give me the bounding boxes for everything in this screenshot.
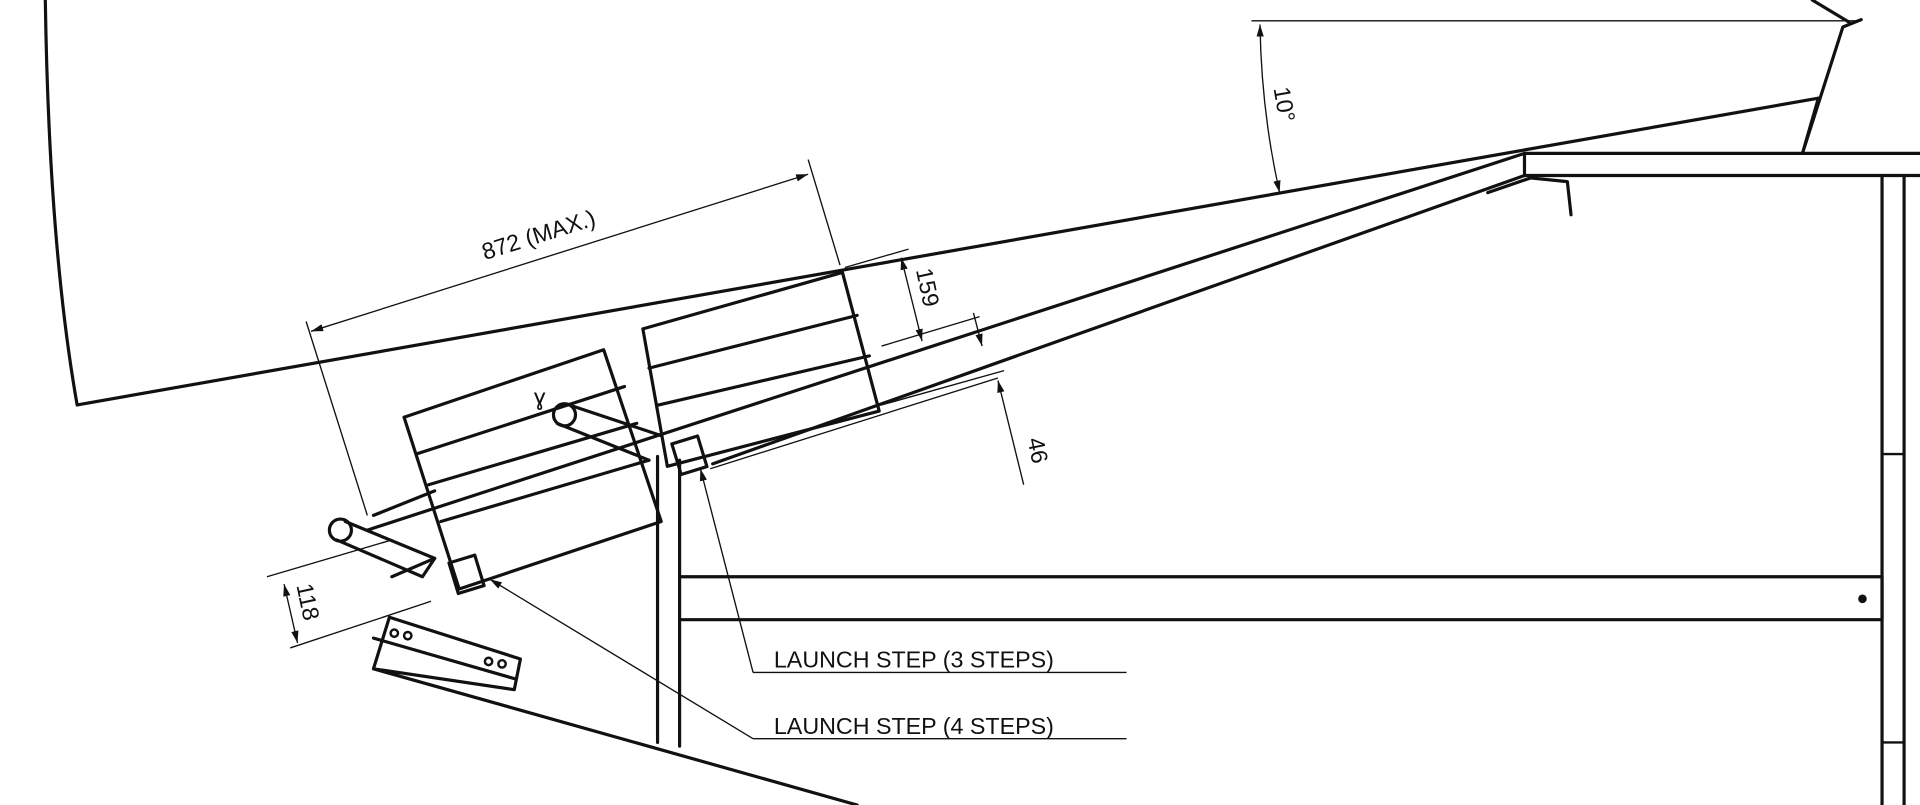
- dimension-159: 159: [844, 248, 980, 347]
- callout-3-steps: LAUNCH STEP (3 STEPS): [700, 469, 1127, 674]
- callout-3-steps-label: LAUNCH STEP (3 STEPS): [774, 647, 1054, 673]
- platform: [1486, 151, 1920, 805]
- dimension-10deg: 10°: [1251, 20, 1862, 193]
- boat-hull: [43, 0, 1863, 407]
- callout-4-steps-label: LAUNCH STEP (4 STEPS): [774, 713, 1054, 739]
- support-frame: [371, 454, 1884, 805]
- ramp-rails: [365, 151, 1527, 532]
- callout-4-steps: LAUNCH STEP (4 STEPS): [490, 579, 1127, 740]
- dimension-159-label: 159: [911, 266, 944, 309]
- dimension-length-label: 872 (MAX.): [479, 205, 599, 265]
- decor-icon: ɣ: [534, 384, 546, 410]
- dimension-angle-label: 10°: [1269, 85, 1301, 124]
- dimension-46-label: 46: [1022, 435, 1053, 466]
- dimension-118-label: 118: [291, 581, 324, 623]
- dimension-46: 46: [881, 312, 1053, 485]
- launch-step-4: ɣ: [327, 348, 663, 596]
